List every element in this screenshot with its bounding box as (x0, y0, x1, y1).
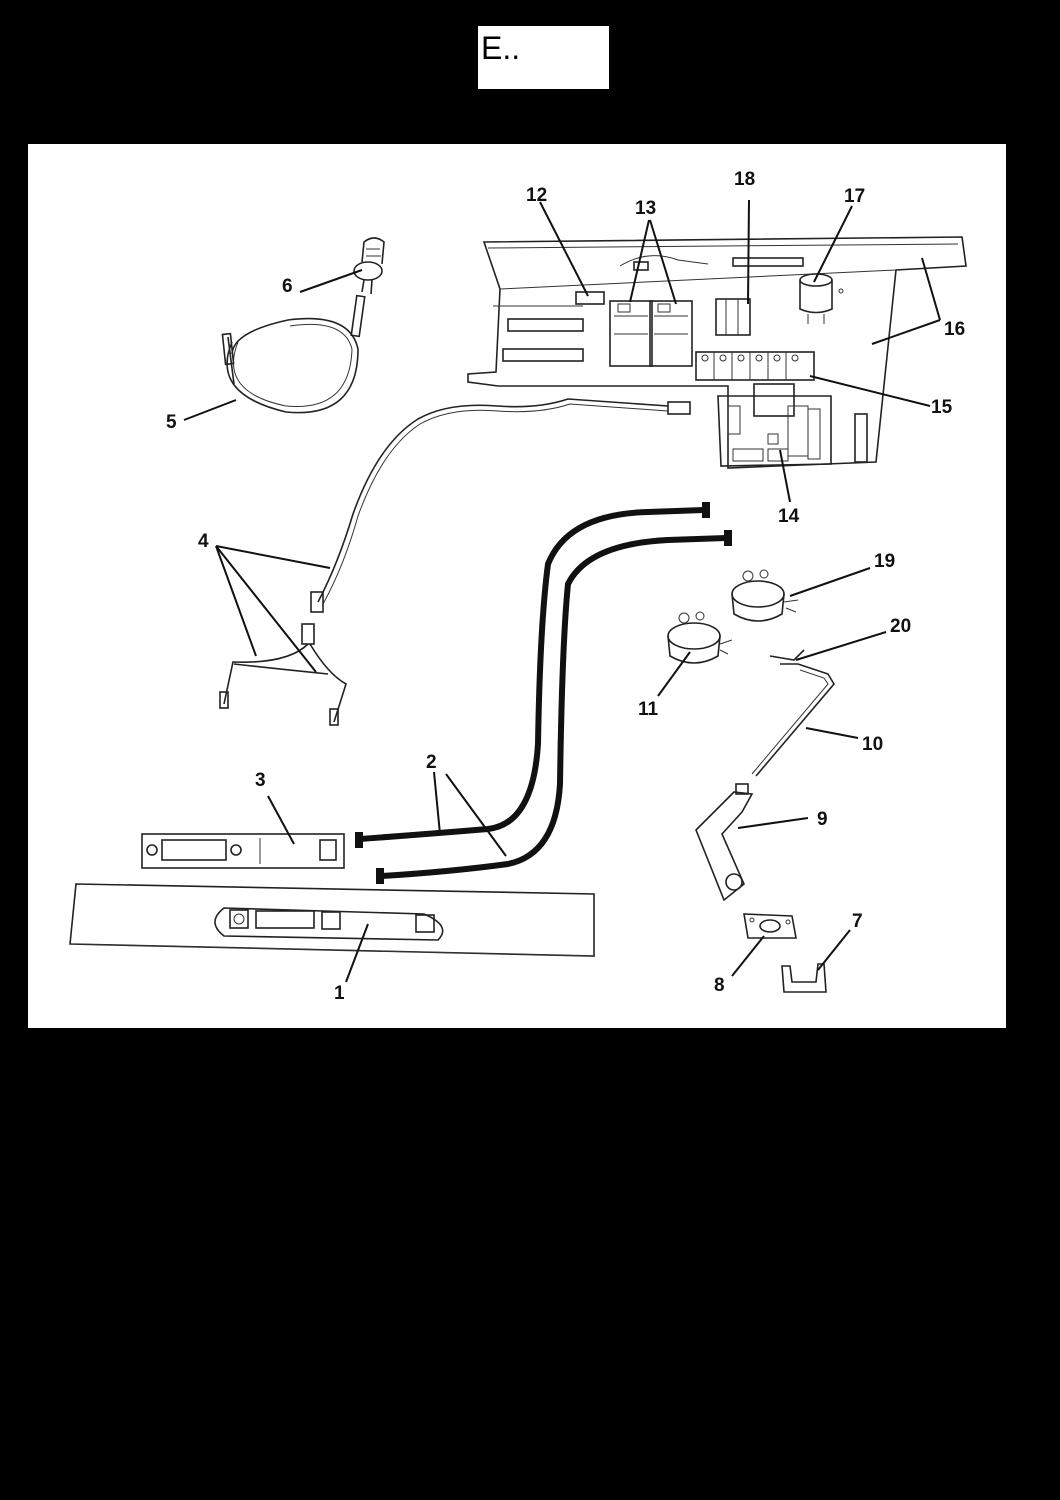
part-5-ignition-cable (221, 294, 366, 414)
part-6-connector-cap (353, 237, 385, 295)
callout-13: 13 (635, 198, 656, 219)
callout-20: 20 (890, 616, 911, 637)
callout-9: 9 (817, 809, 828, 830)
part-3-display-board (141, 833, 345, 869)
part-11-pressure-switch (667, 611, 733, 664)
part-8-gasket (743, 913, 797, 939)
exploded-parts-diagram: 1 2 3 4 5 6 7 8 9 10 11 12 13 14 15 16 1… (28, 144, 1006, 1028)
part-18-fuse-holder (715, 298, 751, 336)
diagram-canvas: 1 2 3 4 5 6 7 8 9 10 11 12 13 14 15 16 1… (69, 169, 967, 1004)
callout-2: 2 (426, 752, 437, 773)
callout-1: 1 (334, 983, 345, 1004)
callout-10: 10 (862, 734, 883, 755)
callout-7: 7 (852, 911, 863, 932)
callout-11: 11 (638, 699, 659, 720)
callout-15: 15 (931, 397, 953, 418)
callout-labels: 1 2 3 4 5 6 7 8 9 10 11 12 13 14 15 16 1… (166, 169, 965, 1004)
part-10-tube (751, 663, 835, 777)
part-20-clip (769, 649, 805, 665)
page-title: E.. (478, 26, 609, 89)
part-13-contactors (609, 300, 693, 367)
part-19-pressure-switch (731, 569, 799, 622)
part-2-ribbon-cables (355, 502, 732, 884)
part-7-clamp (781, 963, 827, 993)
part-14-control-board (717, 383, 868, 467)
callout-12: 12 (526, 185, 547, 206)
callout-leader-lines (183, 199, 941, 983)
callout-5: 5 (166, 412, 177, 433)
callout-8: 8 (714, 975, 725, 996)
part-15-terminal-block (695, 351, 815, 381)
callout-17: 17 (844, 186, 865, 207)
part-mounting-plate (467, 236, 967, 469)
callout-19: 19 (874, 551, 895, 572)
part-9-bracket (695, 783, 754, 902)
part-1-control-panel (69, 883, 595, 957)
part-12-connector (575, 291, 605, 305)
callout-14: 14 (778, 506, 800, 527)
callout-16: 16 (944, 319, 965, 340)
callout-3: 3 (255, 770, 266, 791)
callout-18: 18 (734, 169, 755, 190)
callout-6: 6 (282, 276, 293, 297)
part-17-capacitor (799, 273, 833, 324)
callout-4: 4 (198, 531, 209, 552)
part-4-wiring-harness (219, 398, 691, 726)
